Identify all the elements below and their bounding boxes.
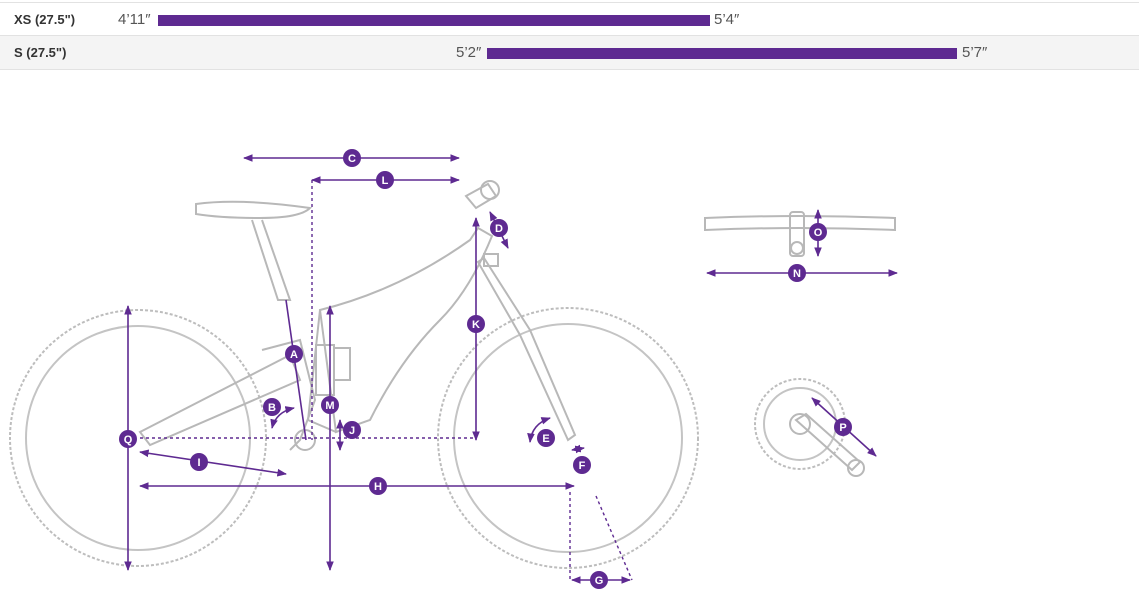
geometry-label-e: E — [537, 429, 555, 447]
dimension-lines — [124, 154, 898, 584]
geometry-label-c: C — [343, 149, 361, 167]
geometry-label-l: L — [376, 171, 394, 189]
geometry-label-q: Q — [119, 430, 137, 448]
svg-text:I: I — [197, 457, 200, 469]
height-range-bar — [487, 48, 957, 59]
geometry-label-k: K — [467, 315, 485, 333]
svg-text:N: N — [793, 268, 801, 280]
geometry-label-g: G — [590, 571, 608, 589]
svg-text:B: B — [268, 402, 276, 414]
geometry-label-d: D — [490, 219, 508, 237]
geometry-label-b: B — [263, 398, 281, 416]
size-row-s: S (27.5") 5’2″ 5’7″ — [0, 36, 1139, 70]
rear-wheel — [9, 309, 267, 567]
geometry-label-m: M — [321, 396, 339, 414]
geometry-label-p: P — [834, 418, 852, 436]
min-rider-height: 4’11″ — [118, 11, 151, 28]
svg-text:E: E — [542, 433, 549, 445]
max-rider-height: 5’4″ — [714, 11, 740, 28]
svg-text:P: P — [839, 422, 846, 434]
height-range-bar — [158, 15, 710, 26]
geometry-label-i: I — [190, 453, 208, 471]
svg-text:Q: Q — [124, 434, 133, 446]
svg-text:K: K — [472, 319, 480, 331]
svg-text:A: A — [290, 349, 298, 361]
size-label: S (27.5") — [14, 45, 67, 60]
min-rider-height: 5’2″ — [456, 44, 482, 61]
geometry-label-f: F — [573, 456, 591, 474]
svg-text:M: M — [325, 400, 334, 412]
size-row-xs: XS (27.5") 4’11″ 5’4″ — [0, 2, 1139, 36]
geometry-label-n: N — [788, 264, 806, 282]
geometry-label-j: J — [343, 421, 361, 439]
svg-text:J: J — [349, 425, 355, 437]
svg-text:L: L — [382, 175, 389, 187]
svg-text:G: G — [595, 575, 604, 587]
svg-text:H: H — [374, 481, 382, 493]
geometry-label-h: H — [369, 477, 387, 495]
geometry-label-o: O — [809, 223, 827, 241]
svg-text:O: O — [814, 227, 823, 239]
geometry-label-a: A — [285, 345, 303, 363]
bike-frame — [138, 180, 577, 451]
svg-text:C: C — [348, 153, 356, 165]
svg-text:F: F — [579, 460, 586, 472]
handlebar-drawing — [704, 211, 896, 257]
size-label: XS (27.5") — [14, 12, 76, 27]
max-rider-height: 5’7″ — [962, 44, 988, 61]
svg-text:D: D — [495, 223, 503, 235]
